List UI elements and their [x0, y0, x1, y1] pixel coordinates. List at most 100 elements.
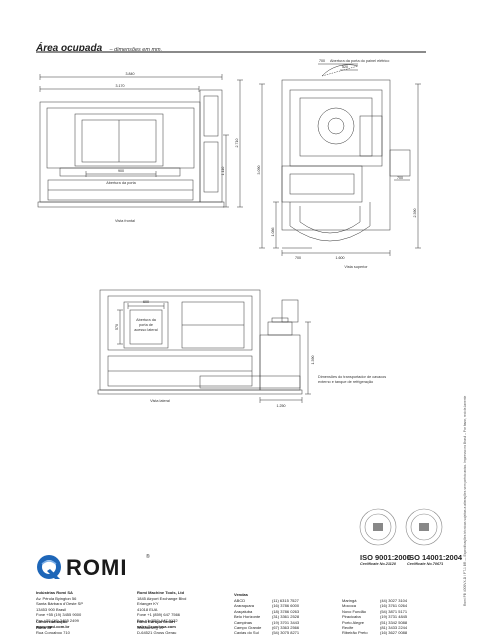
iso-14001-cert: Certificate No.70671	[407, 562, 444, 566]
sales-office-phone: (54) 3871 5171	[380, 608, 408, 614]
romi-logo-mark-icon	[37, 555, 61, 579]
sales-office-phone: (81) 3433 2244	[380, 625, 408, 630]
sales-office-phone: (31) 3361 2528	[272, 614, 300, 620]
seal-14001-mark	[419, 523, 429, 531]
sales-office-row: Mococa (16) 3761 0264	[342, 603, 407, 609]
sales-office-city: Porto Alegre	[342, 619, 365, 625]
iso-9001-number: ISO 9001:2000	[360, 553, 411, 562]
sales-office-city: Novo Fundão	[342, 608, 367, 614]
top-dim-bottom-a: 700	[295, 256, 301, 260]
sales-office-phone: (67) 3363 2566	[272, 625, 300, 630]
sales-office-city: Araraquara	[234, 603, 255, 609]
sales-office-city: Caxias do Sul	[234, 630, 259, 636]
contact-hq-line: Fax +55 (19) 3455 2499	[36, 617, 79, 623]
contact-europe-line: D-64521 Gross Gerau	[137, 630, 177, 636]
side-door-label-3: acesso lateral	[134, 328, 158, 332]
side-dim-vertical: 1.390	[311, 356, 315, 365]
contact-sales-line: Romi SP	[36, 624, 53, 630]
sales-office-row: Porto Alegre (51) 3342 5088	[342, 619, 407, 625]
contact-usa-line: 41018 EUA	[137, 606, 158, 612]
sales-office-row: Ribeirão Preto (16) 3627 0088	[342, 630, 407, 636]
sales-office-city: Campo Grande	[234, 625, 262, 630]
side-view-caption: Vista lateral	[150, 399, 170, 403]
sales-office-row: Araraquara (16) 3786 6000	[234, 603, 299, 609]
sales-offices-title: Vendas	[234, 592, 248, 597]
top-view-drawing	[259, 63, 421, 256]
registered-mark: ®	[146, 554, 150, 560]
sales-office-row: Piracicaba(19) 3731 4845	[342, 614, 407, 619]
sales-office-city: Maringá	[342, 598, 357, 603]
top-dim-right-b: 2.390	[413, 209, 417, 218]
sales-office-city: Ribeirão Preto	[342, 630, 368, 636]
front-dim-total: 3.840	[126, 72, 135, 76]
sales-office-phone: (16) 3761 0264	[380, 603, 408, 609]
front-view-drawing	[37, 74, 243, 208]
sales-office-city: Campinas	[234, 619, 253, 625]
romi-logo: ROMI ®	[36, 554, 156, 580]
iso-14001: ISO 14001:2004 Certificate No.70671	[407, 553, 462, 566]
sidebar-legal-text: Romi PB 4000VX-D / PT-1 BR — Especificaç…	[463, 395, 467, 606]
side-door-label-1: Abertura da	[136, 318, 157, 322]
sales-office-phone: (18) 3786 0263	[272, 608, 300, 614]
sales-office-phone: (11) 6315 7527	[272, 598, 299, 603]
sales-office-row: Belo Horizonte (31) 3361 2528	[234, 614, 299, 620]
page-title: Área ocupada	[36, 43, 103, 54]
sales-office-city: ABCD	[234, 598, 246, 603]
sales-office-row: Maringá (44) 3027 3104	[342, 598, 407, 603]
front-dim-height-b: 2.710	[235, 139, 239, 148]
technical-drawings: 3.840 3.170 900 Abertura da porta 1.110 …	[37, 59, 421, 408]
top-dim-panel-b: 520	[342, 65, 348, 69]
contact-europe-line: Wasserweg 19	[137, 624, 164, 630]
sales-office-city: Belo Horizonte	[234, 614, 261, 620]
top-dim-height: 3.090	[257, 166, 261, 175]
top-dim-left: 1.086	[271, 228, 275, 237]
contact-column-1-sales: Comercialização Romi SP Rua Coroaboo 710	[36, 619, 70, 636]
sales-office-phone: (54) 3075 8271	[272, 630, 300, 636]
contact-hq-line: 13453 900 Brasil	[36, 606, 67, 612]
contact-usa-line: Fone +1 (859) 647 7566	[137, 612, 181, 618]
sales-office-phone: (16) 3786 6000	[272, 603, 300, 609]
front-dim-height-a: 1.110	[221, 167, 225, 176]
sales-office-city: Recife	[342, 625, 354, 630]
front-dim-body: 3.170	[116, 84, 125, 88]
side-dim-door-h: 570	[115, 324, 119, 330]
sales-office-row: Araçatuba (18) 3786 0263	[234, 608, 299, 614]
contact-usa-email-link[interactable]: sales@romiusa.com	[137, 623, 176, 629]
front-view-caption: Vista frontal	[115, 219, 135, 223]
iso-14001-number: ISO 14001:2004	[407, 553, 463, 562]
contact-sales-title: Comercialização	[36, 619, 68, 624]
side-dim-door-w: 600	[143, 300, 149, 304]
contact-europe-title: Romi Europa GmbH	[137, 619, 176, 624]
front-door-label: Abertura da porta	[106, 181, 136, 185]
contact-hq-website-link[interactable]: www.romi.com.br	[36, 623, 70, 629]
top-dim-right-a: 700	[397, 176, 403, 180]
contact-hq-line: Santa Bárbara d'Oeste SP	[36, 601, 84, 607]
contact-column-1: Indústrias Romi SA Av. Pérola Byington 5…	[36, 590, 83, 629]
sales-office-phone: (16) 3627 0088	[380, 630, 408, 636]
top-dim-panel-a: 700	[319, 59, 325, 63]
sales-office-city: Mococa	[342, 603, 357, 609]
contact-hq-title: Indústrias Romi SA	[36, 590, 73, 595]
contact-column-2-europe: Romi Europa GmbH Wasserweg 19 D-64521 Gr…	[137, 619, 176, 636]
contact-sales-line: Rua Coroaboo 710	[36, 630, 70, 636]
certification-seals	[359, 508, 443, 546]
side-transport-label-1: Dimensões do transportador de cavacos	[318, 375, 386, 379]
side-transport-label-2: externo e tanque de refrigeração	[318, 380, 373, 384]
sales-office-city: Araçatuba	[234, 608, 253, 614]
contact-usa-line: Fax +1 (859) 647 9122	[137, 617, 178, 623]
side-view-drawing	[97, 289, 311, 403]
sales-office-row: Campo Grande (67) 3363 2566	[234, 625, 299, 630]
contact-column-2: Romi Machine Tools, Ltd 1845 Airport Exc…	[137, 590, 186, 629]
contact-hq-line: Fone +55 (19) 3455 9000	[36, 612, 82, 618]
sales-office-row: Caxias do Sul (54) 3075 8271	[234, 630, 299, 636]
contact-usa-title: Romi Machine Tools, Ltd	[137, 590, 185, 595]
top-dim-bottom-b: 1.600	[336, 256, 345, 260]
sales-office-phone: (19) 3701 3443	[272, 619, 300, 625]
brand-wordmark: ROMI	[66, 555, 128, 580]
iso-9001-cert: Certificate No.21120	[360, 562, 397, 566]
sales-office-phone: (19) 3731 4845	[380, 614, 408, 620]
sales-title: Vendas	[234, 592, 249, 597]
sales-office-phone: (44) 3027 3104	[380, 598, 408, 603]
seal-9001-mark	[373, 523, 383, 531]
sales-office-phone: (51) 3342 5088	[380, 619, 408, 625]
